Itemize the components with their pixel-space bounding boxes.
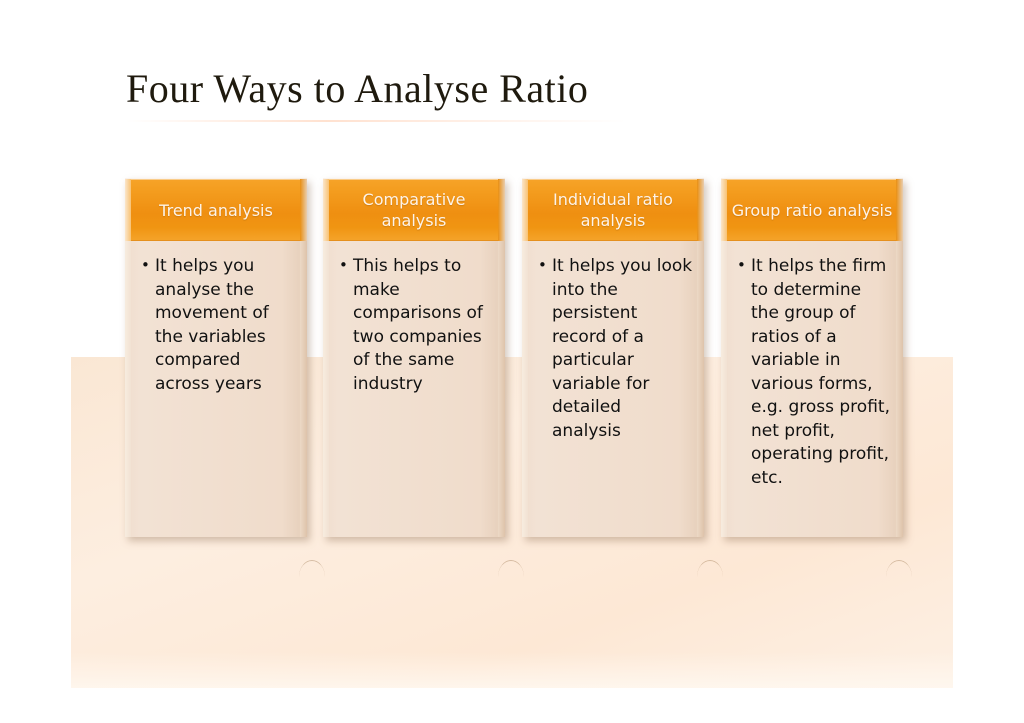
card-header-label: Individual ratio analysis <box>553 190 673 230</box>
card-connector-arc <box>299 560 325 577</box>
card-comparative-analysis[interactable]: Comparative analysis This helps to make … <box>323 178 505 537</box>
card-header: Group ratio analysis <box>721 179 903 241</box>
card-inner: Trend analysis It helps you analyse the … <box>125 178 307 537</box>
card-header-left-bevel <box>721 179 727 241</box>
card-trend-analysis[interactable]: Trend analysis It helps you analyse the … <box>125 178 307 537</box>
card-body: It helps you look into the persistent re… <box>522 241 704 537</box>
card-header-label: Comparative analysis <box>362 190 466 230</box>
card-header-left-bevel <box>323 179 329 241</box>
card-bullet-list: It helps the firm to determine the group… <box>735 254 893 490</box>
card-bullet-item: It helps you analyse the movement of the… <box>141 254 297 396</box>
card-individual-ratio-analysis[interactable]: Individual ratio analysis It helps you l… <box>522 178 704 537</box>
card-header: Trend analysis <box>125 179 307 241</box>
card-bullet-list: It helps you analyse the movement of the… <box>139 254 297 396</box>
card-header-left-bevel <box>522 179 528 241</box>
card-bullet-item: This helps to make comparisons of two co… <box>339 254 495 396</box>
card-body: This helps to make comparisons of two co… <box>323 241 505 537</box>
card-header: Individual ratio analysis <box>522 179 704 241</box>
card-header-right-bevel <box>300 179 307 241</box>
card-group-ratio-analysis[interactable]: Group ratio analysis It helps the firm t… <box>721 178 903 537</box>
card-connector-arc <box>697 560 723 577</box>
card-row: Trend analysis It helps you analyse the … <box>0 178 1024 578</box>
title-underline-decoration <box>126 120 626 122</box>
card-connector-arc <box>886 560 912 577</box>
card-header-right-bevel <box>697 179 704 241</box>
card-header-label: Group ratio analysis <box>731 200 893 220</box>
card-bullet-list: This helps to make comparisons of two co… <box>337 254 495 396</box>
card-bullet-item: It helps the firm to determine the group… <box>737 254 893 490</box>
card-inner: Group ratio analysis It helps the firm t… <box>721 178 903 537</box>
card-inner: Individual ratio analysis It helps you l… <box>522 178 704 537</box>
card-header-right-bevel <box>498 179 505 241</box>
page-title: Four Ways to Analyse Ratio <box>126 66 589 111</box>
card-header: Comparative analysis <box>323 179 505 241</box>
card-inner: Comparative analysis This helps to make … <box>323 178 505 537</box>
card-connector-arc <box>498 560 524 577</box>
card-header-label: Trend analysis <box>159 200 273 220</box>
card-bullet-item: It helps you look into the persistent re… <box>538 254 694 443</box>
card-header-right-bevel <box>896 179 903 241</box>
card-bullet-list: It helps you look into the persistent re… <box>536 254 694 443</box>
card-body: It helps you analyse the movement of the… <box>125 241 307 537</box>
card-body: It helps the firm to determine the group… <box>721 241 903 537</box>
card-header-left-bevel <box>125 179 131 241</box>
